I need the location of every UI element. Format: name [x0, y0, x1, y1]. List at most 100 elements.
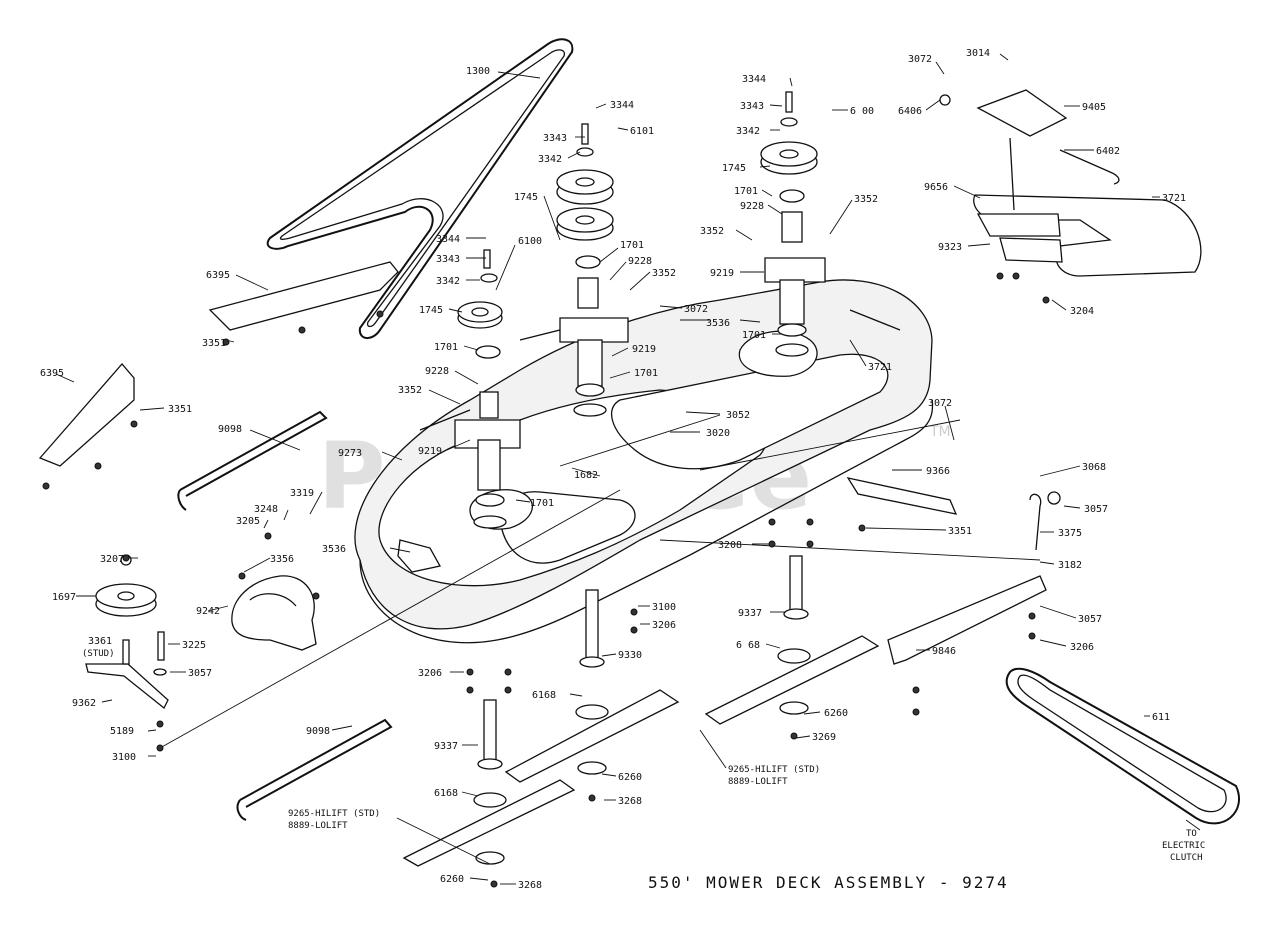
label-3057-right-top: 3057	[1084, 504, 1108, 515]
label-3072-right: 3072	[928, 398, 952, 409]
label-3343-center: 3343	[543, 133, 567, 144]
label-3344-center: 3344	[610, 100, 634, 111]
label-3721-deck: 3721	[868, 362, 892, 373]
label-9656: 9656	[924, 182, 948, 193]
label-1745-left: 1745	[419, 305, 443, 316]
label-6260-center: 6260	[618, 772, 642, 783]
belt-guard-9242	[231, 575, 317, 651]
label-9098-lower: 9098	[306, 726, 330, 737]
blade-center	[504, 589, 680, 783]
shield-6395-upper	[208, 261, 399, 331]
label-9337-left: 9337	[434, 741, 458, 752]
hardware	[42, 272, 1050, 888]
part-labels: 1300 6101 3344 3343 3342 1745 1701 9228 …	[40, 48, 1205, 891]
label-1300: 1300	[466, 66, 490, 77]
label-3344-left: 3344	[436, 234, 460, 245]
label-3100-center: 3100	[652, 602, 676, 613]
label-611: 611	[1152, 712, 1170, 723]
belt-1300	[266, 38, 574, 339]
linkage-lines	[159, 414, 1041, 749]
label-3268-left: 3268	[518, 880, 542, 891]
label-3269: 3269	[812, 732, 836, 743]
label-3268-center: 3268	[618, 796, 642, 807]
label-3352-left: 3352	[398, 385, 422, 396]
label-1682: 1682	[574, 470, 598, 481]
label-6395-upper: 6395	[206, 270, 230, 281]
label-6260-right: 6260	[824, 708, 848, 719]
label-6100: 6100	[518, 236, 542, 247]
label-1745-right: 1745	[722, 163, 746, 174]
label-668: 6 68	[736, 640, 760, 651]
label-3020: 3020	[706, 428, 730, 439]
label-1701-left-top: 1701	[434, 342, 458, 353]
label-3207: 3207	[100, 554, 124, 565]
label-9405: 9405	[1082, 102, 1106, 113]
idler-bracket-9656	[939, 89, 1202, 277]
label-3361: 3361	[88, 636, 112, 647]
label-9219-right: 9219	[710, 268, 734, 279]
mower-deck-9273	[354, 279, 934, 644]
label-9228-right: 9228	[740, 201, 764, 212]
label-3352-right-b: 3352	[700, 226, 724, 237]
label-3351-lower: 3351	[168, 404, 192, 415]
label-3225: 3225	[182, 640, 206, 651]
label-3248: 3248	[254, 504, 278, 515]
watermark-tm: TM	[929, 424, 951, 440]
label-3375: 3375	[1058, 528, 1082, 539]
diagram-title: 550' MOWER DECK ASSEMBLY - 9274	[648, 873, 1009, 892]
label-to: TO	[1186, 829, 1197, 839]
label-9265-right: 9265-HILIFT (STD)	[728, 765, 820, 775]
label-3100-left: 3100	[112, 752, 136, 763]
label-9323: 9323	[938, 242, 962, 253]
label-9098-upper: 9098	[218, 424, 242, 435]
leader-lines	[55, 53, 1201, 885]
label-electric: ELECTRIC	[1162, 841, 1205, 851]
label-3356: 3356	[270, 554, 294, 565]
label-9265-left: 9265-HILIFT (STD)	[288, 809, 380, 819]
label-6101: 6101	[630, 126, 654, 137]
label-8889-right: 8889-LOLIFT	[728, 777, 788, 787]
label-3205: 3205	[236, 516, 260, 527]
spindle-center	[556, 123, 629, 417]
label-3319: 3319	[290, 488, 314, 499]
label-8889-left: 8889-LOLIFT	[288, 821, 348, 831]
blade-right	[704, 555, 880, 725]
label-1701-center-top: 1701	[620, 240, 644, 251]
label-3361-stud: (STUD)	[82, 649, 115, 659]
label-6168-center: 6168	[532, 690, 556, 701]
label-1745-center: 1745	[514, 192, 538, 203]
label-9242: 9242	[196, 606, 220, 617]
label-5189: 5189	[110, 726, 134, 737]
label-3342-center: 3342	[538, 154, 562, 165]
label-3343-left: 3343	[436, 254, 460, 265]
label-3206-left: 3206	[418, 668, 442, 679]
label-1701-left-bottom: 1701	[530, 498, 554, 509]
blade-left	[402, 699, 576, 867]
label-1697: 1697	[52, 592, 76, 603]
label-1701-right-top: 1701	[734, 186, 758, 197]
label-9366: 9366	[926, 466, 950, 477]
label-3344-right: 3344	[742, 74, 766, 85]
label-9846: 9846	[932, 646, 956, 657]
label-6395-lower: 6395	[40, 368, 64, 379]
bracket-9362	[85, 631, 169, 710]
label-clutch: CLUTCH	[1170, 853, 1203, 863]
label-3072-top: 3072	[908, 54, 932, 65]
label-9228-center: 9228	[628, 256, 652, 267]
rod-9098-lower	[236, 718, 393, 821]
label-3721-bracket: 3721	[1162, 193, 1186, 204]
spindle-right	[760, 91, 826, 357]
idler-pulley-1697	[95, 554, 157, 617]
label-6260-left: 6260	[440, 874, 464, 885]
label-3068: 3068	[1082, 462, 1106, 473]
label-3014: 3014	[966, 48, 990, 59]
label-9337-right: 9337	[738, 608, 762, 619]
label-3204: 3204	[1070, 306, 1094, 317]
label-3343-right: 3343	[740, 101, 764, 112]
label-600: 6 00	[850, 106, 874, 117]
label-6402: 6402	[1096, 146, 1120, 157]
shield-6395-lower	[38, 363, 135, 467]
label-3206-right: 3206	[1070, 642, 1094, 653]
